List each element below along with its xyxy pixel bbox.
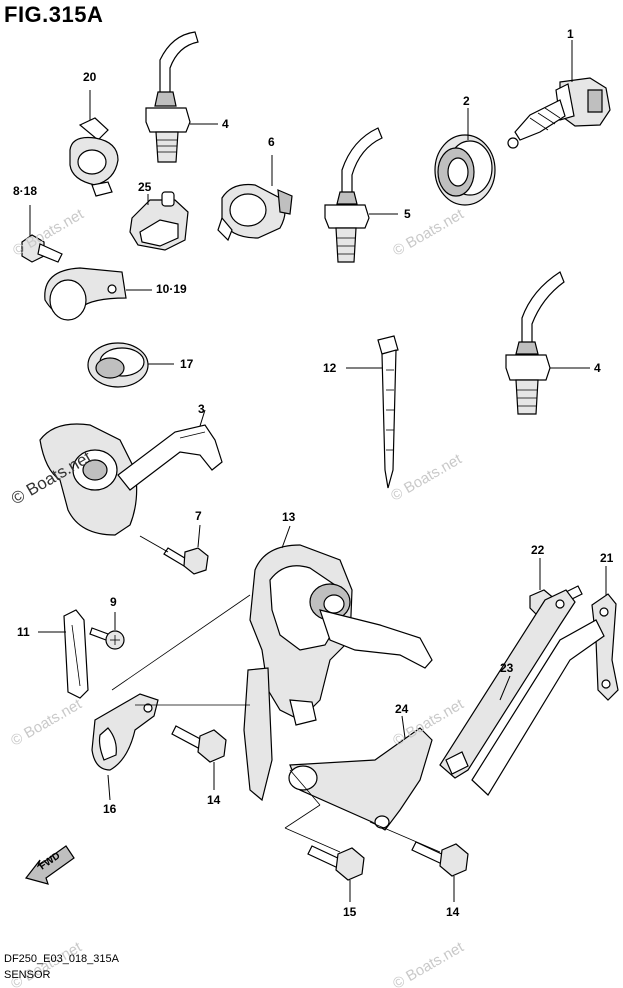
part-15-bolt bbox=[308, 846, 364, 902]
part-4-temp-sensor-right bbox=[506, 272, 590, 414]
callout-20: 20 bbox=[83, 70, 97, 84]
callout-15: 15 bbox=[343, 905, 357, 919]
callout-23: 23 bbox=[500, 661, 514, 675]
callout-7: 7 bbox=[195, 509, 202, 523]
figure-name: SENSOR bbox=[4, 969, 51, 981]
callout-1: 1 bbox=[567, 27, 574, 41]
callout-14-right: 14 bbox=[446, 905, 460, 919]
callout-6: 6 bbox=[268, 135, 275, 149]
part-7-screw bbox=[140, 525, 208, 574]
callout-10-19: 10·19 bbox=[156, 282, 187, 296]
callout-2: 2 bbox=[463, 94, 470, 108]
part-25-bracket-clip bbox=[130, 192, 188, 250]
part-16-clip bbox=[92, 694, 158, 800]
part-13-bracket-assembly bbox=[244, 526, 432, 800]
part-17-grommet bbox=[88, 343, 174, 387]
part-11-strap bbox=[38, 610, 88, 698]
part-10-19-clamp bbox=[45, 268, 152, 320]
callout-21: 21 bbox=[600, 551, 614, 565]
part-12-cable-tie bbox=[346, 336, 398, 488]
part-8-18-bolt bbox=[22, 205, 62, 262]
part-21-bracket bbox=[472, 566, 618, 795]
callout-5: 5 bbox=[404, 207, 411, 221]
callout-16: 16 bbox=[103, 802, 117, 816]
part-5-sensor bbox=[325, 128, 398, 262]
callout-3: 3 bbox=[198, 402, 205, 416]
callout-8-18: 8·18 bbox=[13, 184, 38, 198]
callout-13: 13 bbox=[282, 510, 296, 524]
fwd-arrow-icon bbox=[26, 846, 74, 884]
callout-4-right: 4 bbox=[594, 361, 601, 375]
part-20-clip bbox=[70, 90, 118, 196]
callout-24: 24 bbox=[395, 702, 409, 716]
assembly-leader-lines bbox=[112, 595, 440, 852]
callout-11: 11 bbox=[17, 625, 30, 639]
part-6-pressure-switch bbox=[218, 155, 292, 240]
part-1-sensor-connector bbox=[508, 40, 610, 148]
part-14-bolt-right bbox=[412, 842, 468, 902]
part-14-bolt-left bbox=[172, 726, 226, 790]
callout-17: 17 bbox=[180, 357, 194, 371]
callout-12: 12 bbox=[323, 361, 337, 375]
callout-14-left: 14 bbox=[207, 793, 221, 807]
part-4-temp-sensor-top bbox=[146, 32, 218, 162]
callout-22: 22 bbox=[531, 543, 545, 557]
figure-code: DF250_E03_018_315A bbox=[4, 953, 119, 965]
part-2-grommet bbox=[435, 108, 495, 205]
part-3-lever-sensor bbox=[40, 410, 222, 535]
figure-title: FIG.315A bbox=[4, 2, 104, 27]
part-24-plate bbox=[289, 716, 432, 830]
part-23-link bbox=[440, 590, 575, 778]
part-9-screw bbox=[90, 612, 124, 649]
callout-9: 9 bbox=[110, 595, 117, 609]
callout-4-top: 4 bbox=[222, 117, 229, 131]
callout-25: 25 bbox=[138, 180, 152, 194]
